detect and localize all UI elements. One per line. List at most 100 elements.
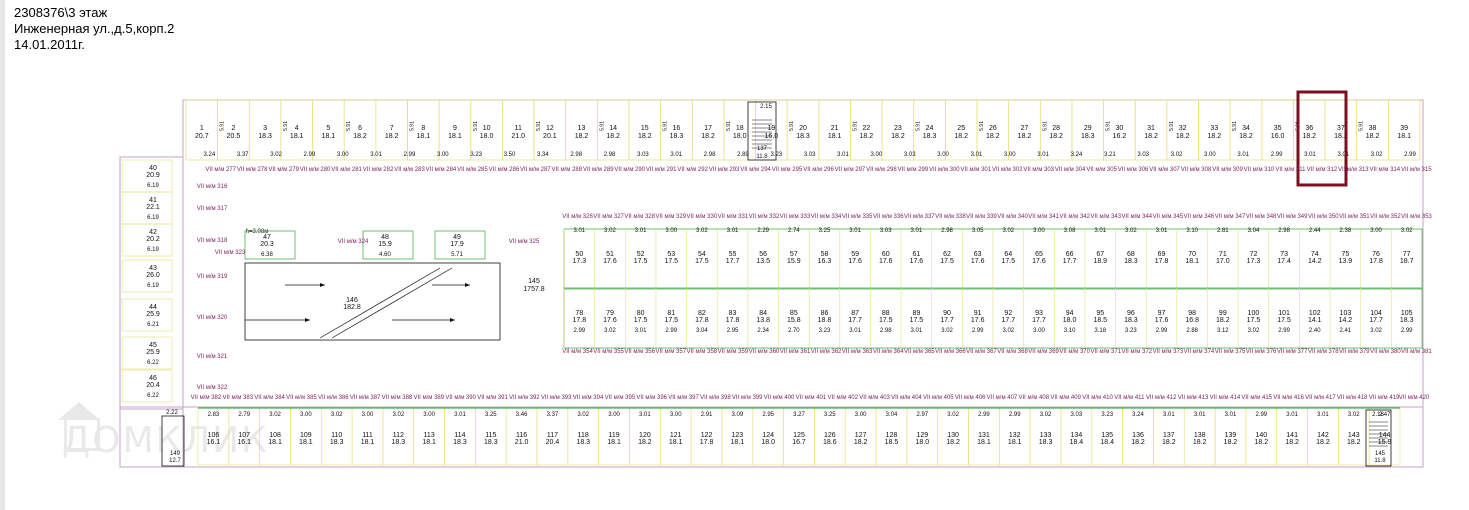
ramp-area: 182.8 [343,304,361,311]
mid-bottom-room-area: 17.5 [1277,317,1291,324]
bottom-room-width: 3.02 [947,412,959,418]
parking-space-mid-bottom-row: VII м/м 372 [1122,349,1153,355]
top-room-area: 20.1 [543,133,557,140]
mid-bottom-room-width: 2.98 [880,328,892,334]
top-width-label: 2.98 [570,152,582,158]
top-room-area: 18.1 [290,133,304,140]
bottom-room-area: 18.1 [361,439,375,446]
parking-space-mid-top-row: VII м/м 335 [842,214,873,220]
bottom-room-number: 107 [238,432,250,439]
mid-bottom-room-number: 89 [912,310,920,317]
top-room-area: 18.2 [385,133,399,140]
mid-bottom-room-number: 105 [1401,310,1413,317]
parking-space-mid-bottom-row: VII м/м 376 [1246,349,1277,355]
mid-top-room-area: 17.6 [1032,258,1046,265]
parking-space-bottom-row: VII м/м 408 [1019,395,1050,401]
left-room-area: 20.9 [146,172,160,179]
top-room-number: 1 [200,125,204,132]
left-room-cell [121,369,173,403]
bottom-room-width: 3.00 [300,412,312,418]
room145-area: 1757.8 [523,286,545,293]
top-room-area: 18.2 [1302,133,1316,140]
mid-bottom-room-area: 14.1 [1308,317,1322,324]
stair-bottom-right-width: 2.18 [1372,412,1384,418]
mid-top-room-number: 51 [606,251,614,258]
mid-top-room-width: 3.05 [972,228,984,234]
bottom-room-area: 18.2 [1193,439,1207,446]
top-room-side-dim: 5.91 [1232,121,1238,131]
mid-top-room-area: 17.3 [573,258,587,265]
top-width-label: 3.03 [637,152,649,158]
bottom-room-number: 137 [1163,432,1175,439]
parking-space-bottom-row: VII м/м 402 [827,395,858,401]
mid-top-room-number: 64 [1004,251,1012,258]
top-width-label: 3.00 [1204,152,1216,158]
top-width-label: 2.98 [604,152,616,158]
bottom-room-number: 133 [1040,432,1052,439]
small-room-cell [434,230,486,260]
parking-space-top-row: VII м/м 281 [331,167,362,173]
left-room-cell [121,223,173,257]
top-width-label: 3.23 [770,152,782,158]
stair-bottom-right-area: 11.8 [1374,458,1386,464]
parking-space-bottom-row: VII м/м 414 [1210,395,1241,401]
top-room-area: 21.0 [511,133,525,140]
parking-space-top-row: VII м/м 285 [457,167,488,173]
mid-top-room-number: 65 [1035,251,1043,258]
document-header: 2308376\3 этаж Инженерная ул.,д.5,корп.2… [14,5,174,53]
parking-space-bottom-row: VII м/м 387 [350,395,381,401]
bottom-room-number: 113 [424,432,435,439]
mid-bottom-room-area: 18.3 [1124,317,1138,324]
mid-top-room-area: 16.3 [818,258,832,265]
parking-space-top-row: VII м/м 300 [929,167,960,173]
top-width-label: 3.01 [1304,152,1316,158]
bottom-room-area: 18.1 [607,439,621,446]
bottom-room-number: 122 [701,432,713,439]
mid-bottom-room-width: 2.70 [788,328,800,334]
mid-top-room-area: 18.7 [1400,258,1414,265]
header-date-line: 14.01.2011г. [14,37,85,52]
mid-top-room-number: 77 [1403,251,1411,258]
header-cadastral-line: 2308376\3 этаж [14,5,108,20]
bottom-room-number: 128 [886,432,898,439]
parking-space-top-row: VII м/м 290 [614,167,645,173]
left-room-width: 6.19 [147,215,159,221]
parking-space-mid-bottom-row: VII м/м 368 [997,349,1028,355]
bottom-room-area: 18.1 [731,439,745,446]
small-room-width: 5.71 [451,252,463,258]
bottom-room-area: 18.4 [1100,439,1114,446]
top-width-label: 3.00 [437,152,449,158]
bottom-room-area: 18.3 [392,439,406,446]
bottom-room-area: 18.1 [422,439,436,446]
top-room-number: 31 [1147,125,1155,132]
mid-top-room-area: 18.3 [1124,258,1138,265]
mid-top-room-width: 3.01 [849,228,861,234]
parking-space-bottom-row: VII м/м 396 [636,395,667,401]
parking-space-mid-bottom-row: VII м/м 354 [562,349,593,355]
left-room-area: 20.2 [146,236,160,243]
parking-space-left: VII м/м 320 [197,315,228,321]
mid-bottom-room-number: 93 [1035,310,1043,317]
top-width-label: 3.01 [837,152,849,158]
stair-bottom-left-number: 149 [170,451,181,457]
small-room-width: 4.60 [379,252,391,258]
parking-space-mid-top-row: VII м/м 338 [935,214,966,220]
parking-space-top-row: VII м/м 293 [709,167,740,173]
left-room-area: 26.0 [146,272,160,279]
parking-space-top-row: VII м/м 295 [772,167,803,173]
mid-top-room-width: 2.38 [1340,228,1352,234]
parking-space-top-row: VII м/м 311 [1275,167,1306,173]
mid-bottom-room-area: 17.7 [1032,317,1046,324]
parking-space-bottom-row: VII м/м 399 [732,395,763,401]
parking-space-top-row: VII м/м 302 [992,167,1023,173]
bottom-room-number: 119 [608,432,619,439]
parking-space-mid-top-row: VII м/м 331 [718,214,749,220]
parking-space-mid-top-row: VII м/м 339 [966,214,997,220]
parking-space-mid-top-row: VII м/м 326 [562,214,593,220]
parking-space-top-row: VII м/м 314 [1370,167,1401,173]
mid-top-room-width: 3.01 [573,228,585,234]
parking-space-bottom-row: VII м/м 391 [477,395,508,401]
bottom-room-area: 18.1 [1008,439,1022,446]
parking-space-top-row: VII м/м 309 [1212,167,1243,173]
top-width-label: 2.99 [304,152,316,158]
